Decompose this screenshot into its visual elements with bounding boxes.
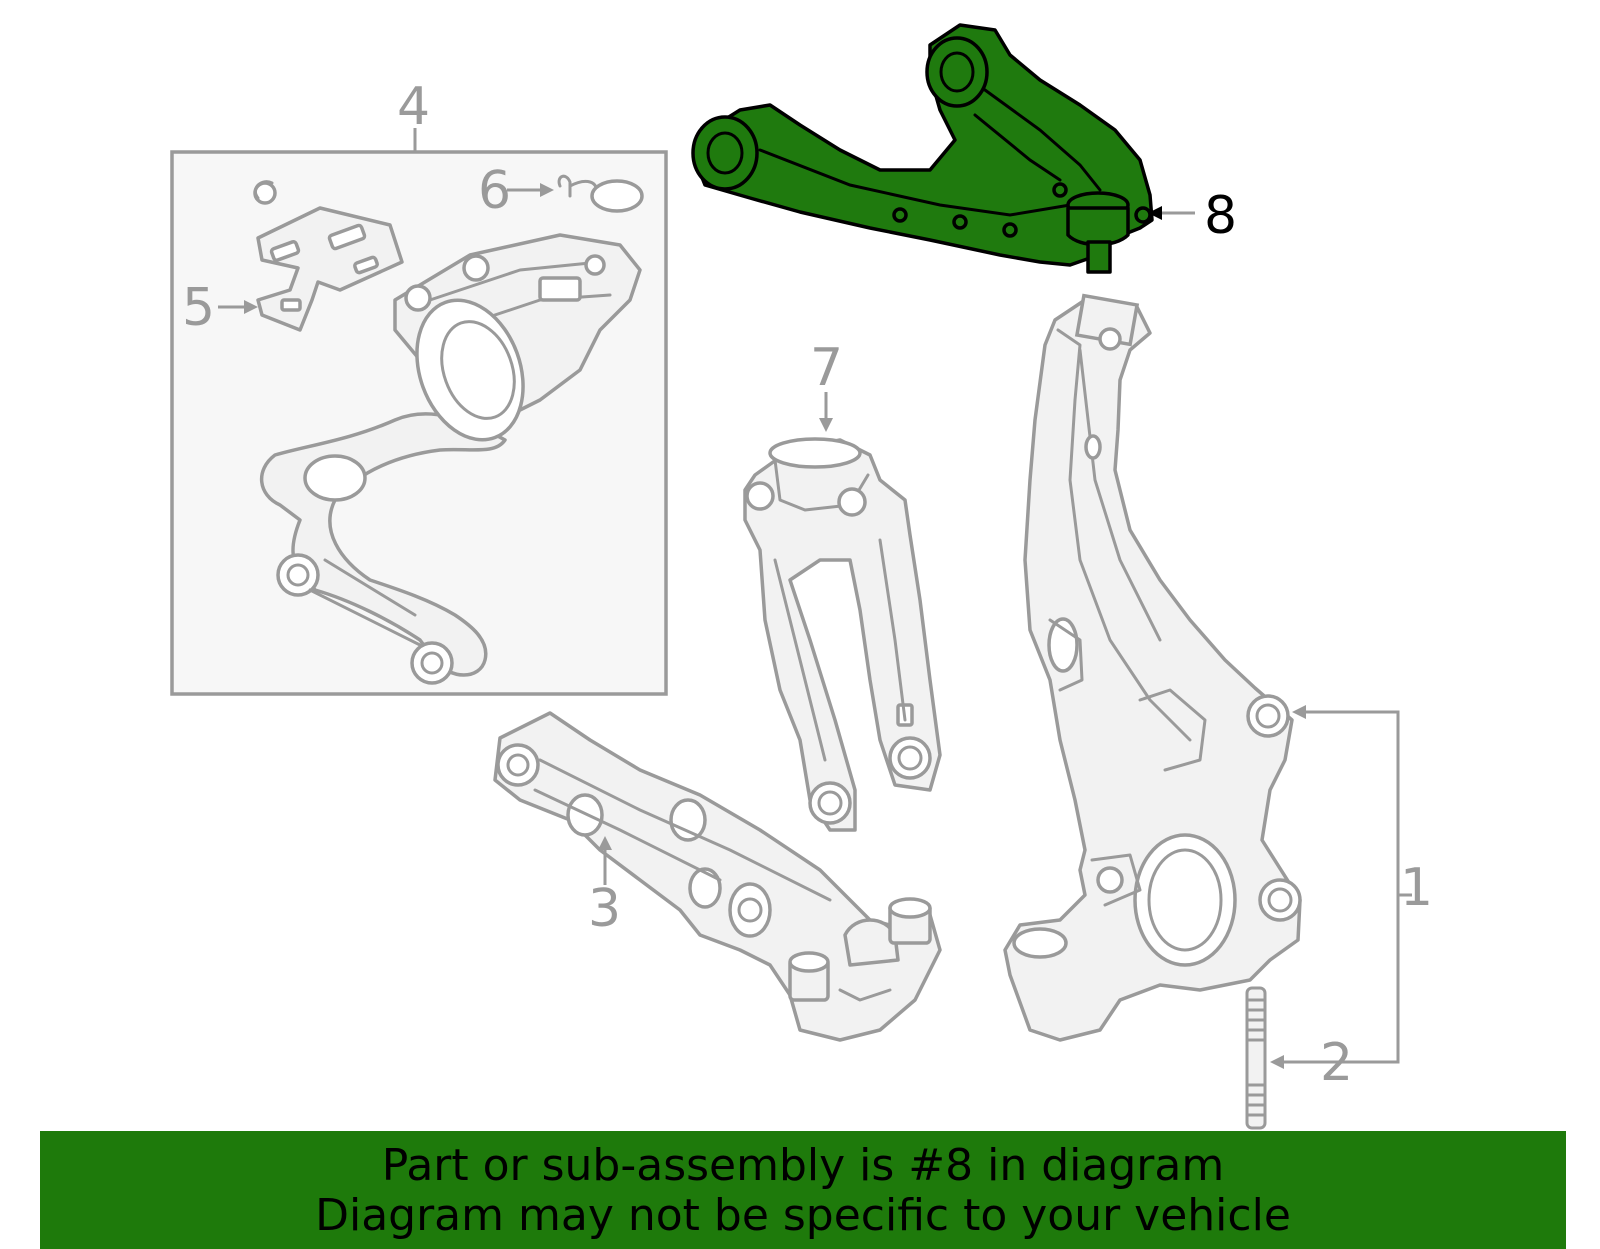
banner-line-2: Diagram may not be specific to your vehi…: [315, 1190, 1291, 1241]
callout-5: 5: [182, 278, 215, 338]
upright-part-7[interactable]: [743, 437, 942, 832]
callout-2: 2: [1320, 1033, 1353, 1093]
subframe-part[interactable]: [259, 233, 642, 685]
banner-line-1: Part or sub-assembly is #8 in diagram: [381, 1140, 1225, 1191]
arrow-6: [540, 183, 554, 197]
callout-7: 7: [810, 338, 843, 398]
ring-part-6[interactable]: [557, 174, 644, 213]
stud-part-2[interactable]: [1245, 986, 1267, 1130]
lower-control-arm-part-3[interactable]: [493, 711, 942, 1042]
arrow-3: [598, 836, 612, 850]
arrow-5: [244, 300, 258, 314]
arrow-8: [1148, 206, 1162, 220]
leader-1-bracket: [1285, 710, 1400, 1064]
callout-4: 4: [397, 77, 430, 137]
arrow-7: [819, 418, 833, 432]
arrow-1: [1292, 705, 1306, 719]
steering-knuckle-part-1[interactable]: [1003, 293, 1302, 1042]
upper-control-arm-part-8[interactable]: [691, 23, 1154, 274]
arrow-2: [1270, 1055, 1284, 1069]
callout-8: 8: [1204, 186, 1237, 246]
callout-1: 1: [1400, 858, 1433, 918]
callout-3: 3: [588, 879, 621, 939]
info-banner: Part or sub-assembly is #8 in diagram Di…: [40, 1131, 1566, 1249]
callout-6: 6: [478, 161, 511, 221]
bracket-part-5[interactable]: [253, 180, 404, 332]
